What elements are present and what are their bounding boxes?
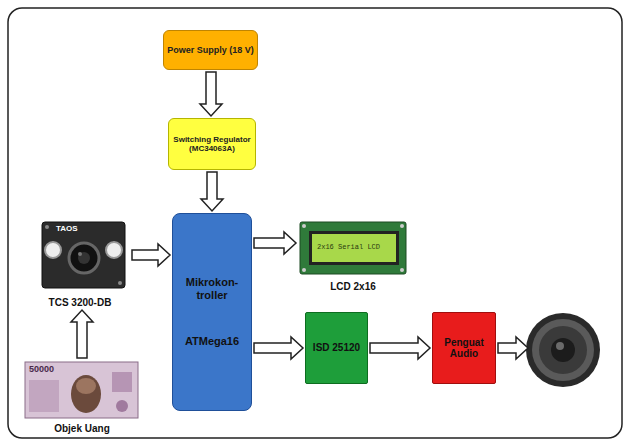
node-text: Switching Regulator (MC34063A): [172, 135, 252, 153]
node-text: Power Supply (18 V): [167, 45, 254, 55]
block-arrow: [71, 310, 93, 358]
banknote-value: 50000: [29, 365, 54, 374]
node-text: Objek Uang: [54, 423, 110, 435]
block-arrow: [498, 337, 528, 359]
node-text: LCD 2x16: [330, 281, 376, 293]
voice-chip-box: ISD 25120: [305, 312, 368, 384]
sensor-node: TCS 3200-DB: [30, 218, 130, 308]
microcontroller-box: Mikrokon- trollerATMega16: [172, 213, 252, 411]
lcd-node: LCD 2x16: [298, 220, 408, 292]
regulator-box: Switching Regulator (MC34063A): [168, 118, 256, 170]
node-text: Mikrokon- troller: [176, 276, 248, 301]
power-supply-box: Power Supply (18 V): [163, 30, 258, 70]
screen-text: 2x16 Serial LCD: [317, 244, 380, 251]
amplifier-box: Penguat Audio: [432, 312, 496, 384]
block-arrow: [201, 172, 223, 211]
node-text: Penguat Audio: [436, 337, 492, 360]
block-arrow: [200, 72, 222, 116]
brand-text: TAOS: [56, 225, 78, 233]
block-arrow: [254, 232, 296, 254]
banknote-picture: [25, 362, 138, 418]
block-arrow: [132, 244, 170, 266]
speaker-picture: [526, 313, 600, 387]
lcd-picture: [300, 222, 406, 274]
node-text: ISD 25120: [313, 342, 360, 354]
node-text: ATMega16: [185, 335, 239, 348]
block-arrow: [370, 337, 430, 359]
color-sensor-picture: [42, 222, 125, 288]
node-text: TCS 3200-DB: [49, 297, 112, 309]
block-arrow: [254, 337, 303, 359]
frame: [8, 8, 622, 438]
